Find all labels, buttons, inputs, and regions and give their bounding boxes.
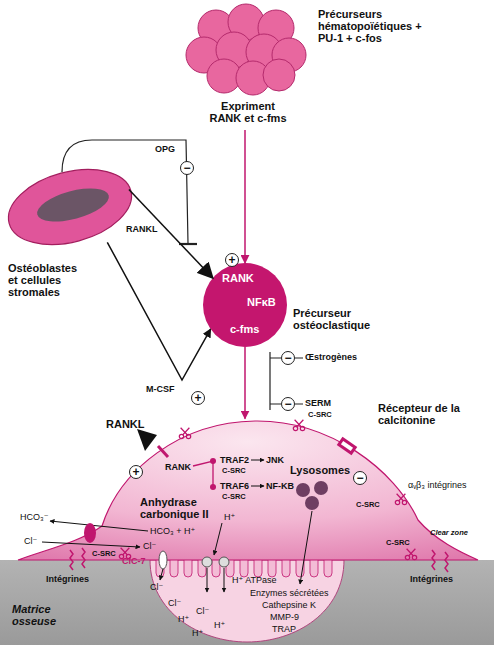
precursor-cluster: Précurseurs hématopoïétiques + PU-1 + c-… bbox=[182, 5, 308, 130]
annotation: TRAP bbox=[272, 624, 296, 634]
signal-arrow bbox=[251, 486, 264, 487]
annotation: C-SRC bbox=[222, 492, 246, 501]
cell-body bbox=[0, 157, 140, 257]
lysosome bbox=[314, 481, 328, 495]
anion-exchanger bbox=[84, 523, 96, 543]
rankl-ligand bbox=[137, 429, 157, 451]
annotation: H⁺ bbox=[192, 628, 203, 638]
arrow-connector bbox=[244, 130, 246, 263]
clc7-channel bbox=[159, 551, 167, 569]
node-label: Matrice osseuse bbox=[12, 603, 72, 627]
annotation: Intégrines bbox=[46, 574, 89, 584]
annotation: ClC-7 bbox=[122, 556, 146, 566]
annotation: Récepteur de la calcitonine bbox=[378, 402, 473, 426]
annotation: Cl⁻ bbox=[150, 582, 163, 592]
node-label: Expriment RANK et c-fms bbox=[205, 100, 291, 124]
signal-dot bbox=[210, 458, 216, 464]
nucleus bbox=[34, 182, 113, 228]
osteoblast-cell: Ostéoblastes et cellules stromales bbox=[5, 165, 135, 250]
node-label: Précurseurs hématopoïétiques + PU-1 + c-… bbox=[318, 8, 422, 44]
annotation: SERM bbox=[305, 398, 331, 408]
annotation: MMP-9 bbox=[270, 612, 299, 622]
sign-circle: + bbox=[225, 253, 239, 267]
osteoblast-cell bbox=[5, 165, 135, 250]
annotation: Cl⁻ bbox=[196, 606, 209, 616]
signal-dot bbox=[210, 484, 216, 490]
annotation: JNK bbox=[266, 455, 284, 465]
annotation: C-SRC bbox=[222, 466, 246, 475]
annotation: Cl⁻ bbox=[24, 536, 37, 546]
node-label: c-fms bbox=[230, 323, 259, 335]
inhibition-bracket bbox=[270, 352, 303, 410]
annotation: TRAF6 bbox=[220, 481, 249, 491]
ruffled-border bbox=[156, 559, 332, 577]
annotation: RANKL bbox=[106, 418, 145, 430]
node-label: Ostéoblastes et cellules stromales bbox=[8, 262, 88, 298]
cell bbox=[263, 59, 295, 91]
sign-circle: − bbox=[180, 161, 194, 175]
ion-arrow bbox=[224, 568, 225, 592]
lysosome bbox=[296, 483, 310, 497]
annotation: C-SRC bbox=[356, 500, 380, 509]
annotation: Œstrogènes bbox=[305, 352, 357, 362]
annotation: H⁺ ATPase bbox=[232, 575, 277, 585]
annotation: TRAF2 bbox=[220, 455, 249, 465]
annotation: αᵥβ₃ intégrines bbox=[408, 480, 466, 490]
edge-label: RANKL bbox=[126, 224, 158, 234]
annotation: H⁺ bbox=[178, 614, 189, 624]
annotation: H⁺ bbox=[214, 620, 225, 630]
proton-pump bbox=[219, 557, 229, 567]
node-label: Lysosomes bbox=[290, 464, 350, 476]
arrow-connector bbox=[244, 347, 246, 419]
annotation: NF-KB bbox=[266, 481, 294, 491]
sign-circle: − bbox=[281, 397, 295, 411]
signal-arrow bbox=[251, 460, 264, 461]
annotation: Enzymes sécrétées bbox=[250, 588, 329, 598]
precursor-cell: RANKNFκBc-fmsPrécurseur ostéoclastique bbox=[203, 263, 287, 347]
sign-circle: + bbox=[191, 391, 205, 405]
node-label: Précurseur ostéoclastique bbox=[293, 307, 388, 331]
sign-circle: − bbox=[281, 351, 295, 365]
node-label: RANK bbox=[222, 272, 254, 284]
annotation: OPG bbox=[155, 144, 175, 154]
annotation: Cl⁻ bbox=[143, 541, 156, 551]
sign-circle: − bbox=[353, 471, 367, 485]
node-label: NFκB bbox=[247, 296, 276, 308]
sign-circle: + bbox=[129, 465, 143, 479]
arrow-connector bbox=[107, 242, 210, 380]
annotation: H⁺ bbox=[224, 512, 235, 522]
annotation: Cl⁻ bbox=[168, 598, 181, 608]
annotation: Intégrines bbox=[410, 574, 453, 584]
annotation: Cathepsine K bbox=[262, 600, 316, 610]
edge-label: M-CSF bbox=[146, 384, 175, 394]
annotation: C-SRC bbox=[308, 410, 332, 419]
annotation: C-SRC bbox=[92, 549, 116, 558]
annotation: HCO₃⁻ bbox=[20, 512, 48, 522]
cell-body bbox=[18, 421, 478, 560]
proton-pump bbox=[202, 557, 212, 567]
annotation: HCO₃ + H⁺ bbox=[150, 526, 195, 536]
ion-arrow bbox=[207, 568, 208, 592]
annotation: RANK bbox=[165, 462, 191, 472]
lysosome bbox=[305, 496, 319, 510]
annotation: Clear zone bbox=[430, 528, 470, 537]
annotation: C-SRC bbox=[386, 538, 410, 547]
